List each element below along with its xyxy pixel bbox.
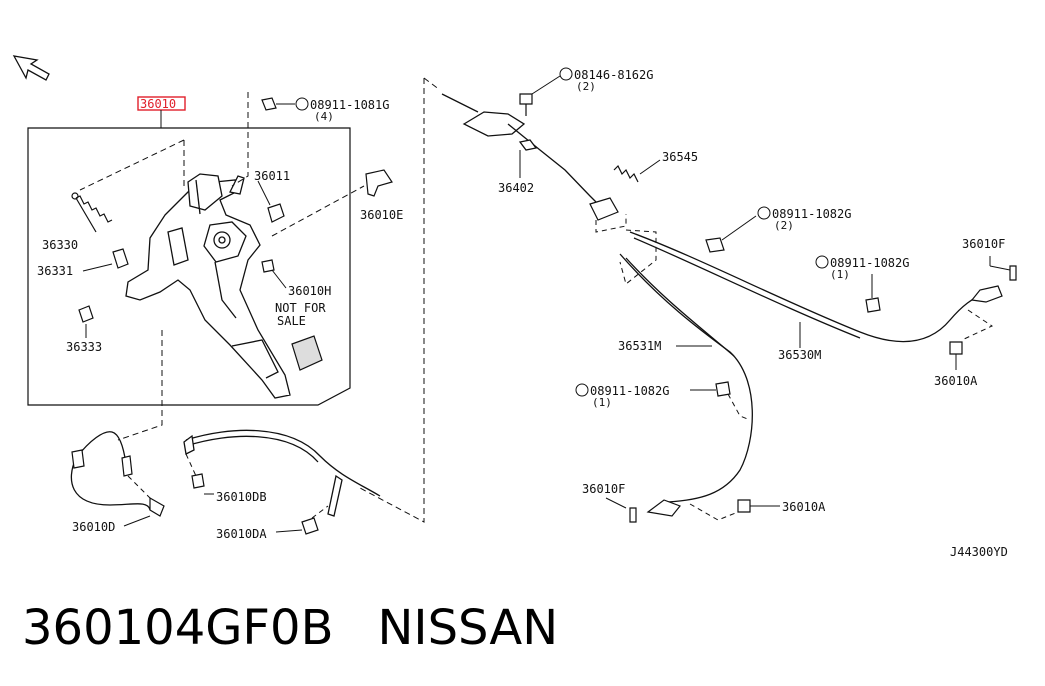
clip-36011-icon bbox=[267, 203, 285, 223]
nut-top-icon bbox=[261, 97, 277, 111]
spring-36545-icon bbox=[613, 164, 639, 183]
callout-08146-8162G-qty: (2) bbox=[576, 80, 596, 93]
parking-pedal-assembly bbox=[125, 173, 291, 399]
caption: 360104GF0B NISSAN bbox=[22, 598, 1022, 668]
bolt-08146-icon bbox=[519, 93, 533, 116]
reference-code: J44300YD bbox=[950, 545, 1008, 559]
note-sale: SALE bbox=[277, 314, 306, 328]
callout-36331: 36331 bbox=[37, 264, 73, 278]
callout-36333: 36333 bbox=[66, 340, 102, 354]
callout-08911-1082G-b: 08911-1082G bbox=[830, 256, 909, 270]
cable-lower-left bbox=[70, 429, 381, 517]
callout-36010F-right: 36010F bbox=[962, 237, 1005, 251]
clip-36010DA-icon bbox=[301, 517, 319, 535]
pin-36010F-right-icon bbox=[1009, 265, 1017, 281]
callout-36402: 36402 bbox=[498, 181, 534, 195]
rear-cable-left-36531M bbox=[619, 253, 753, 503]
callout-36010F-bottom: 36010F bbox=[582, 482, 625, 496]
front-arrow-icon bbox=[12, 55, 50, 81]
nut-1082-b-icon bbox=[865, 297, 881, 313]
clip-36010DB-icon bbox=[191, 473, 205, 489]
spring-36330-icon bbox=[71, 192, 113, 233]
assembly-frame bbox=[27, 127, 351, 406]
callout-36530M: 36530M bbox=[778, 348, 821, 362]
callout-08911-1082G-c: 08911-1082G bbox=[590, 384, 669, 398]
callout-36545: 36545 bbox=[662, 150, 698, 164]
nut-1082-c-icon bbox=[715, 381, 731, 397]
bolt-36010A-bottom-icon bbox=[737, 499, 751, 513]
callout-08911-1081G-qty: (4) bbox=[314, 110, 334, 123]
rear-cable-right-36530M bbox=[629, 231, 989, 343]
bushing-36331-icon bbox=[112, 248, 129, 269]
pedal-pad-icon bbox=[291, 335, 323, 371]
callout-36011: 36011 bbox=[254, 169, 290, 183]
callout-36010DB: 36010DB bbox=[216, 490, 267, 504]
nut-1082-a-icon bbox=[705, 237, 725, 253]
callout-08911-1082G-a: 08911-1082G bbox=[772, 207, 851, 221]
callout-36531M: 36531M bbox=[618, 339, 661, 353]
callout-08911-1082G-b-qty: (1) bbox=[830, 268, 850, 281]
bolt-36010A-right-icon bbox=[949, 341, 963, 355]
callout-36010DA: 36010DA bbox=[216, 527, 267, 541]
callout-36010H: 36010H bbox=[288, 284, 331, 298]
callout-36010E: 36010E bbox=[360, 208, 403, 222]
callout-36330: 36330 bbox=[42, 238, 78, 252]
callout-08911-1082G-a-qty: (2) bbox=[774, 219, 794, 232]
clip-36333-icon bbox=[78, 305, 94, 323]
brand-name: NISSAN bbox=[377, 600, 559, 656]
callout-36010A-bottom: 36010A bbox=[782, 500, 826, 514]
callout-36010A-right: 36010A bbox=[934, 374, 978, 388]
callout-36010D: 36010D bbox=[72, 520, 115, 534]
front-cable-36402 bbox=[441, 93, 607, 213]
callout-08911-1082G-c-qty: (1) bbox=[592, 396, 612, 409]
end-fitting-icon bbox=[71, 449, 133, 477]
part-number: 360104GF0B bbox=[22, 600, 334, 656]
callout-36010: 36010 bbox=[140, 97, 176, 111]
note-not-for: NOT FOR bbox=[275, 301, 326, 315]
bracket-36010E-icon bbox=[365, 169, 393, 197]
equalizer-icon bbox=[589, 197, 619, 221]
pin-36010F-bottom-icon bbox=[629, 507, 637, 523]
callout-08911-1081G: 08911-1081G bbox=[310, 98, 389, 112]
bolt-36010H-icon bbox=[261, 259, 275, 273]
callout-08146-8162G: 08146-8162G bbox=[574, 68, 653, 82]
